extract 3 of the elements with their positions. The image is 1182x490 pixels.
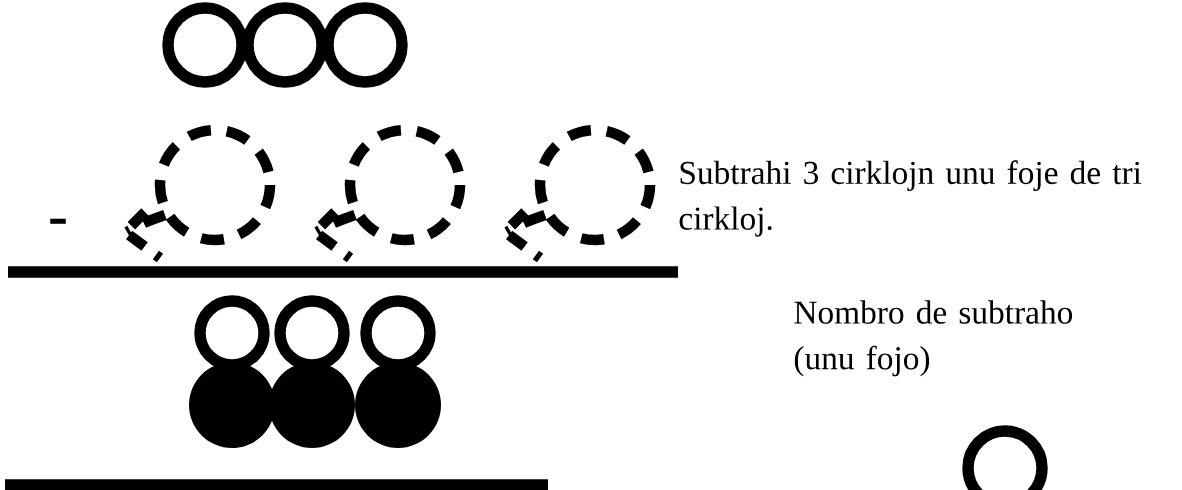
caption-text: Nombro de subtraho (unu fojo) <box>794 300 1073 377</box>
minus-sign: - <box>50 218 66 224</box>
caption-text: Subtrahi 3 cirklojn unu foje de tri cirkloj. <box>679 160 1142 237</box>
